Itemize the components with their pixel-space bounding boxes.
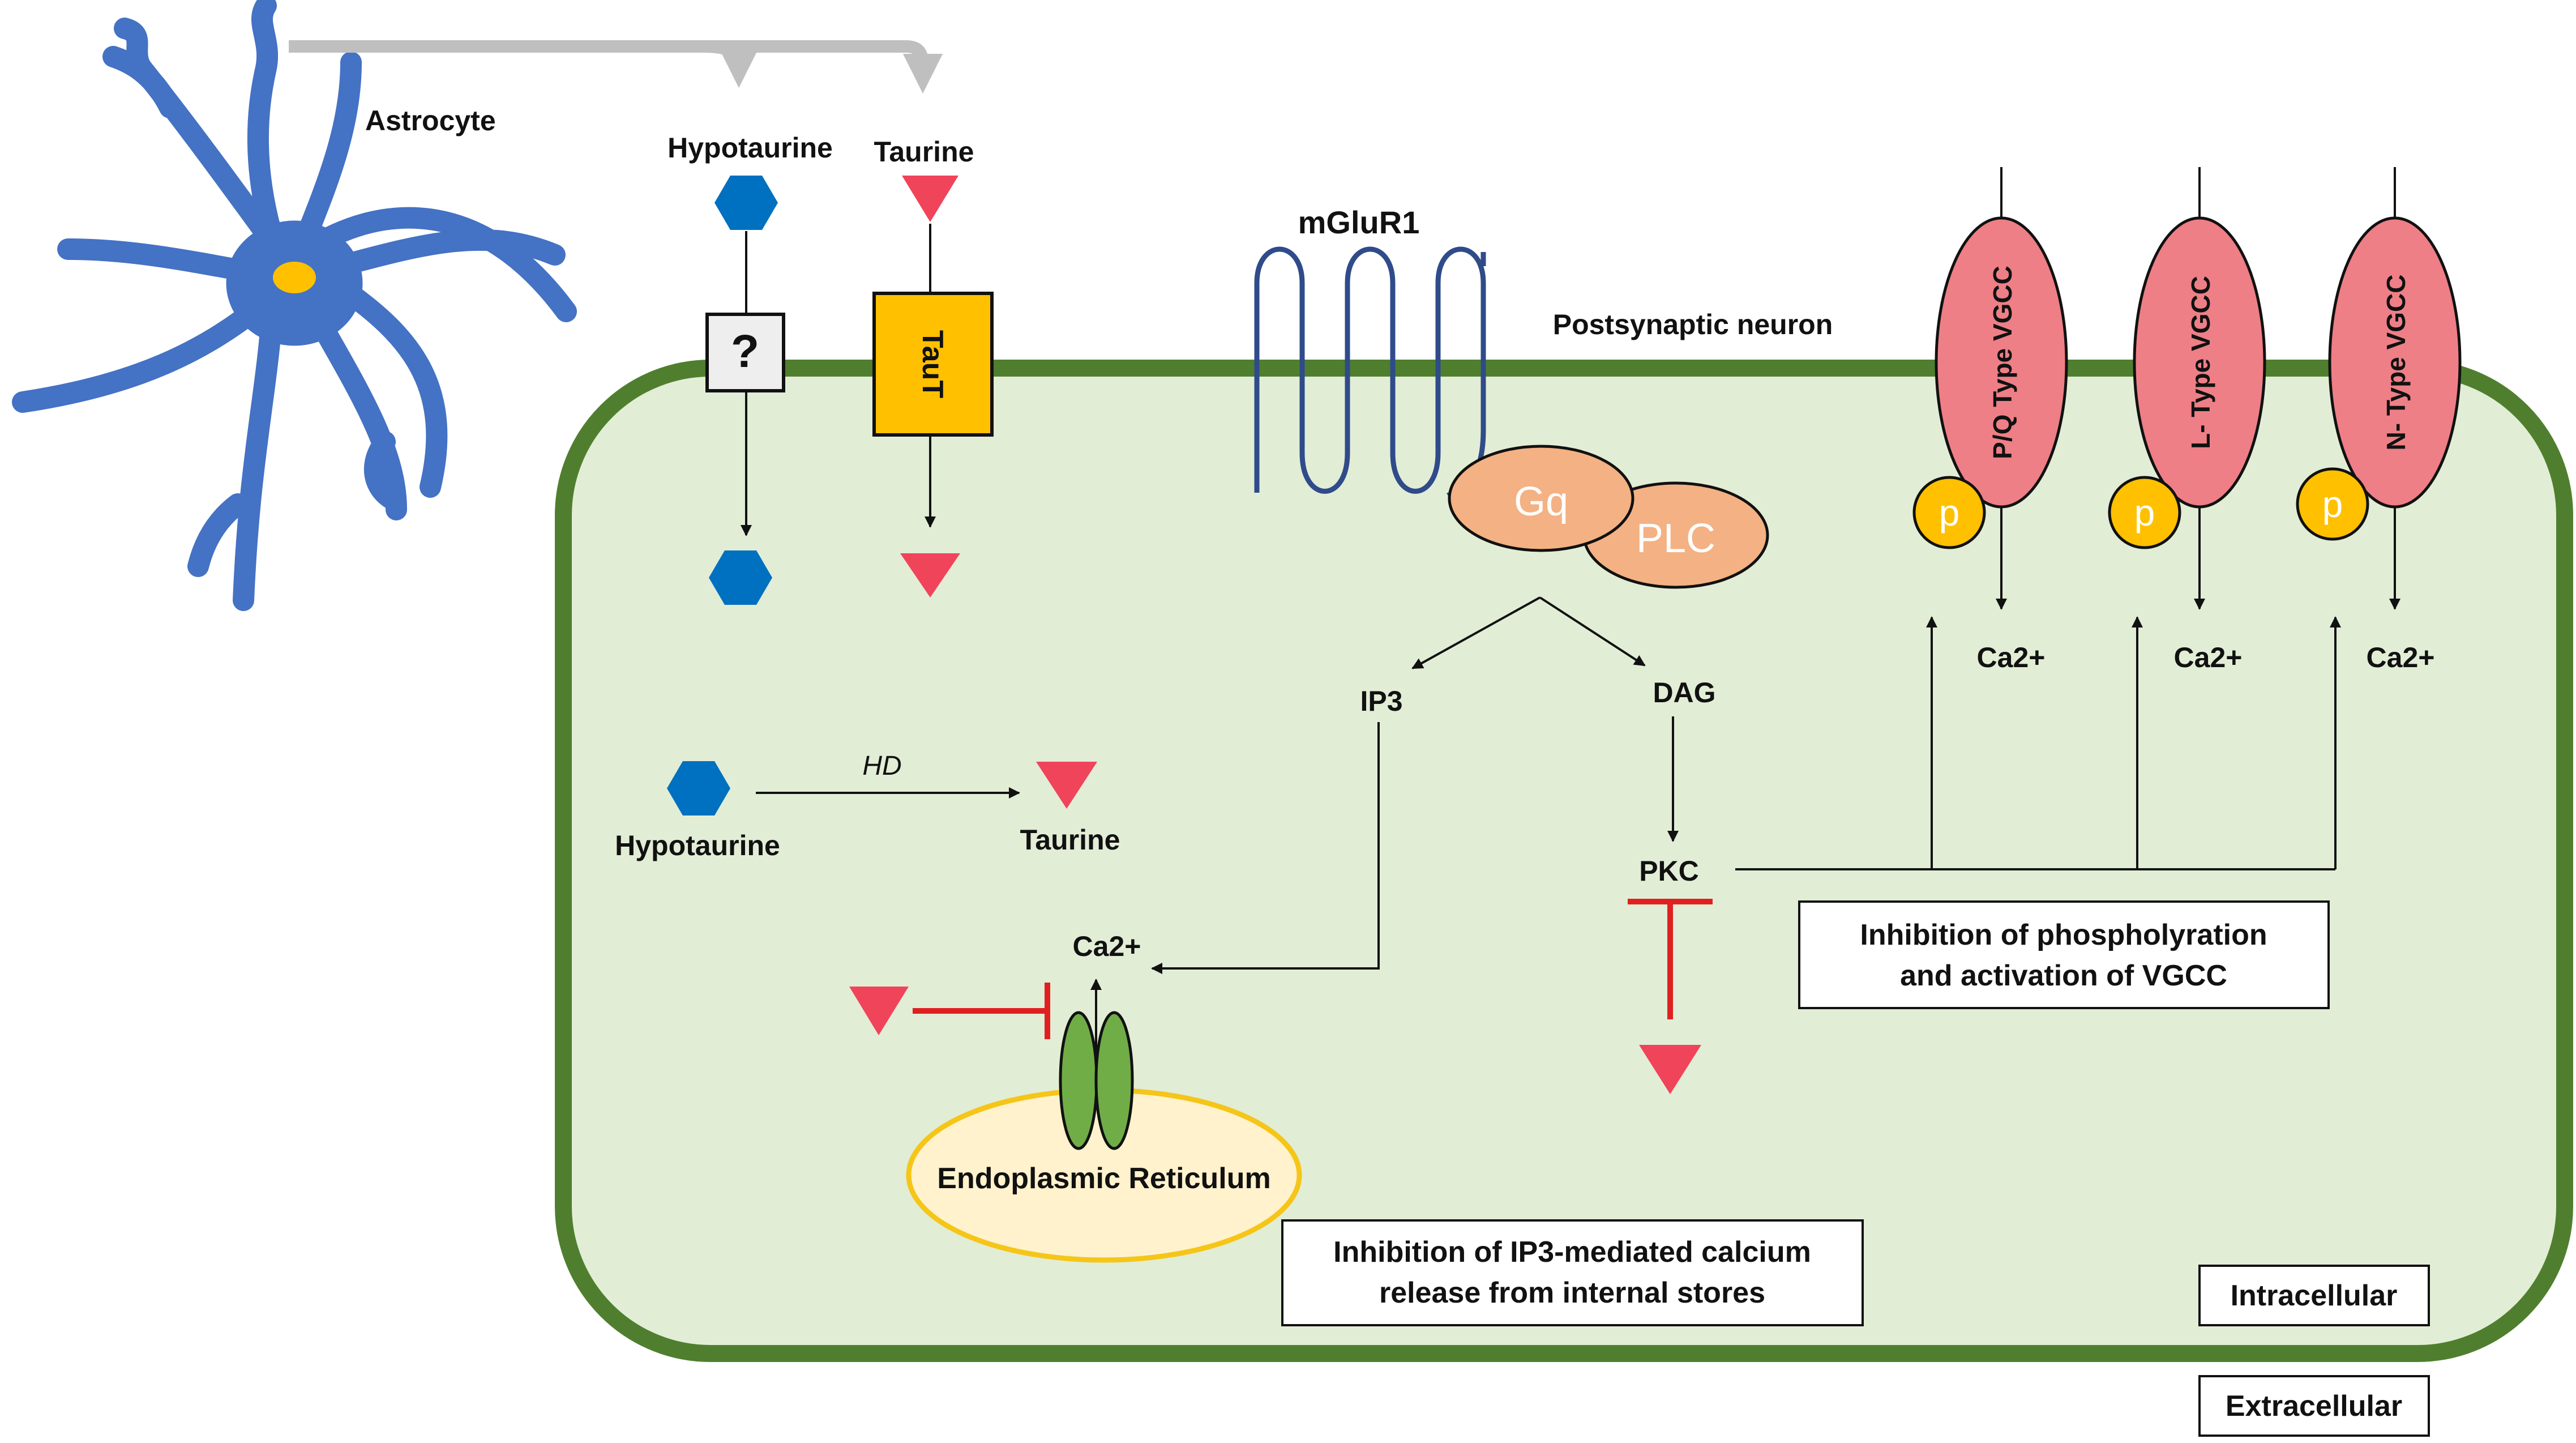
hd-label: HD xyxy=(862,751,901,781)
taurine-triangle-pkc xyxy=(1639,1045,1701,1094)
taurine-top-label: Taurine xyxy=(874,136,974,168)
vgcc-l: L- Type VGCC p Ca2+ xyxy=(2108,167,2266,673)
vgcc-pq: P/Q Type VGCC p Ca2+ xyxy=(1912,167,2068,673)
taurine-triangle-er xyxy=(849,987,909,1035)
astrocyte-cell xyxy=(12,0,577,611)
vgcc-pq-label: P/Q Type VGCC xyxy=(1988,266,2017,459)
phosphate-l xyxy=(2108,476,2181,549)
hypotaurine-hexagon-top xyxy=(714,176,778,230)
phosphate-pq xyxy=(1912,476,1986,549)
hypotaurine-top-label: Hypotaurine xyxy=(667,132,833,164)
ca-pq-label: Ca2+ xyxy=(1977,642,2046,673)
ca-l-label: Ca2+ xyxy=(2174,642,2243,673)
intracellular-box xyxy=(2198,1265,2430,1326)
er-label: Endoplasmic Reticulum xyxy=(937,1162,1270,1195)
hypotaurine-hexagon-hd xyxy=(667,761,730,816)
astrocyte-nucleus xyxy=(273,262,316,293)
vgcc-inhibition-line2: and activation of VGCC xyxy=(1900,959,2227,992)
ca-er-label: Ca2+ xyxy=(1073,930,1141,962)
postsynaptic-neuron-label: Postsynaptic neuron xyxy=(1553,309,1833,340)
ip3-label: IP3 xyxy=(1360,685,1402,717)
astrocyte-label: Astrocyte xyxy=(365,105,496,136)
plc-label: PLC xyxy=(1636,516,1715,561)
svg-text:p: p xyxy=(2322,483,2343,525)
mglur1-label: mGluR1 xyxy=(1298,204,1420,240)
svg-text:p: p xyxy=(1939,492,1960,533)
ip3-inhibition-line1: Inhibition of IP3-mediated calcium xyxy=(1333,1236,1811,1269)
vgcc-n: N- Type VGCC p Ca2+ xyxy=(2296,167,2462,673)
gq-ellipse xyxy=(1448,445,1634,552)
er-channel-left xyxy=(1059,1011,1098,1150)
er-inhibition-bar xyxy=(913,983,1050,1039)
extracellular-label: Extracellular xyxy=(2226,1390,2402,1423)
taurine-triangle-top xyxy=(902,176,958,222)
vgcc-l-label: L- Type VGCC xyxy=(2186,276,2215,449)
intracellular-label: Intracellular xyxy=(2231,1279,2398,1312)
release-arrows xyxy=(289,40,943,94)
unknown-transporter-label: ? xyxy=(731,326,759,377)
phosphate-n xyxy=(2296,467,2369,541)
vgcc-inhibition-box xyxy=(1798,900,2330,1009)
hypotaurine-mid-label: Hypotaurine xyxy=(615,830,780,861)
dag-label: DAG xyxy=(1653,677,1715,708)
hypotaurine-hexagon-inside xyxy=(709,550,772,605)
ip3-inhibition-line2: release from internal stores xyxy=(1379,1276,1765,1309)
extracellular-box xyxy=(2198,1375,2430,1437)
taut-label: TauT xyxy=(916,330,949,399)
mglur1-receptor xyxy=(1254,246,1486,497)
vgcc-n-label: N- Type VGCC xyxy=(2381,275,2411,451)
taurine-mid-label: Taurine xyxy=(1020,824,1120,856)
taut-transporter-box xyxy=(872,292,994,437)
taurine-triangle-inside xyxy=(900,553,960,597)
ip3-inhibition-box xyxy=(1281,1219,1864,1326)
taurine-triangle-hd xyxy=(1036,762,1097,809)
gq-label: Gq xyxy=(1514,479,1568,524)
pkc-label: PKC xyxy=(1639,855,1699,887)
vgcc-inhibition-line1: Inhibition of phospholyration xyxy=(1860,919,2267,951)
er-channel-right xyxy=(1094,1011,1134,1150)
pkc-inhibition-bar xyxy=(1628,899,1713,1019)
svg-text:p: p xyxy=(2134,492,2155,533)
ca-n-label: Ca2+ xyxy=(2367,642,2435,673)
